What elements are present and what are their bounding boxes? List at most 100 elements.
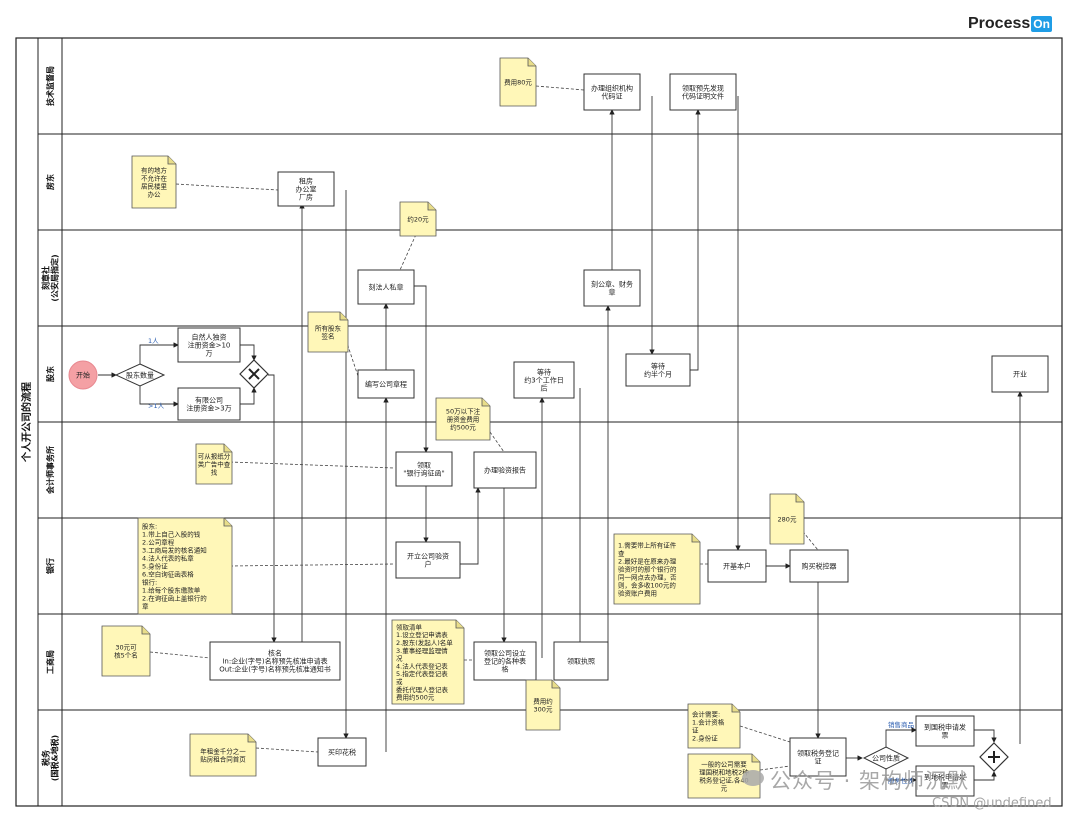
lane-label: 房东 xyxy=(45,174,55,190)
process-engrave-seal[interactable]: 刻法人私章 xyxy=(357,269,415,305)
process-label: 有限公司注册资金>3万 xyxy=(186,396,231,413)
process-label: 办理验资报告 xyxy=(484,466,526,475)
note-rent-tax: 年租金千分之一贴房租合同首页 xyxy=(189,733,257,777)
process-engrave-seals[interactable]: 刻公章、财务章 xyxy=(583,269,641,307)
process-wait-half-month[interactable]: 等待约半个月 xyxy=(625,353,691,387)
watermark-account: 公众号 · 架构师沉默 xyxy=(770,769,970,793)
process-label: 办理组织机构代码证 xyxy=(591,84,633,101)
process-label: 开基本户 xyxy=(723,562,751,571)
process-basic-account[interactable]: 开基本户 xyxy=(707,549,767,583)
logo-text-a: Process xyxy=(968,15,1031,32)
process-get-forms[interactable]: 领取公司设立登记的各种表格 xyxy=(473,641,537,681)
note-fee80: 费用80元 xyxy=(499,57,537,107)
note-reg-capital: 50万以下注册资金费用约500元 xyxy=(435,397,491,441)
note-text: 有的地方不允许在居民楼里办公 xyxy=(141,166,168,199)
note-text: 可从报纸分类广告中查找 xyxy=(198,452,231,477)
lane-label: 技术监督局 xyxy=(45,66,55,106)
edge-label-service: 服务性质 xyxy=(888,776,915,785)
process-org-code[interactable]: 办理组织机构代码证 xyxy=(583,73,641,111)
process-get-license[interactable]: 领取执照 xyxy=(553,641,609,681)
lane-label: 股东 xyxy=(45,366,55,382)
process-tax-registration[interactable]: 领取税务登记证 xyxy=(789,737,847,777)
lane-label: 银行 xyxy=(45,558,55,575)
process-get-inquiry[interactable]: 领取"银行询征函" xyxy=(395,451,453,487)
start-label: 开始 xyxy=(76,371,90,380)
process-label: 购买税控器 xyxy=(802,562,837,571)
lane-label-text: 技术监督局 xyxy=(45,66,55,106)
process-capital-verify-report[interactable]: 办理验资报告 xyxy=(473,451,537,489)
process-label: 等待约半个月 xyxy=(644,362,672,379)
process-label: 到国税申请发票 xyxy=(924,723,966,740)
process-label: 领取税务登记证 xyxy=(797,749,839,766)
process-tax-apply-sales[interactable]: 到国税申请发票 xyxy=(915,715,975,747)
decision-dec-company-nature[interactable]: 公司性质 xyxy=(862,746,910,770)
note-text: 50万以下注册资金费用约500元 xyxy=(446,407,481,432)
process-label: 等待约3个工作日后 xyxy=(524,368,563,393)
watermark-csdn: CSDN @undefined xyxy=(932,796,1052,811)
note-residential: 有的地方不允许在居民楼里办公 xyxy=(131,155,177,209)
start-node[interactable]: 开始 xyxy=(68,360,98,390)
process-label: 领取执照 xyxy=(567,657,595,666)
lane-label: 会计师事务所 xyxy=(45,446,55,494)
lane-label-text: 刻章社(公安局指定) xyxy=(41,254,60,301)
note-text: 280元 xyxy=(778,516,797,524)
note-text: 年租金千分之一贴房租合同首页 xyxy=(200,747,246,764)
decision-label: 股东数量 xyxy=(126,371,154,380)
note-approx20: 约20元 xyxy=(399,201,437,237)
process-open-verify-account[interactable]: 开立公司验资户 xyxy=(395,541,461,579)
process-label: 开业 xyxy=(1013,370,1027,379)
lane-label-text: 银行 xyxy=(45,558,55,575)
process-open-business[interactable]: 开业 xyxy=(991,355,1049,393)
process-label: 编写公司章程 xyxy=(365,380,407,389)
process-label: 领取预先发现代码证明文件 xyxy=(682,84,724,101)
note-text: 所有股东签名 xyxy=(315,324,342,341)
note-fee30: 30元可核5个名 xyxy=(101,625,151,677)
note-newspaper: 可从报纸分类广告中查找 xyxy=(195,443,233,485)
edge-label-one-person: 1人 xyxy=(148,337,159,345)
edge-label-multi-person: >1人 xyxy=(148,402,165,410)
edges xyxy=(98,96,1023,783)
process-label: 租房办公室厂房 xyxy=(296,177,317,202)
process-get-precert[interactable]: 领取预先发现代码证明文件 xyxy=(669,73,737,111)
lane-label-text: 税务(国税&地税) xyxy=(41,735,60,781)
note-fee280: 280元 xyxy=(769,493,805,545)
note-connectors xyxy=(149,85,819,771)
lane-label-text: 股东 xyxy=(45,366,55,382)
process-write-charter[interactable]: 编写公司章程 xyxy=(357,369,415,399)
process-buy-tax-device[interactable]: 购买税控器 xyxy=(789,549,849,583)
process-label: 刻公章、财务章 xyxy=(591,280,633,297)
lane-label: 工商局 xyxy=(45,650,55,674)
process-label: 刻法人私章 xyxy=(369,283,404,292)
process-limited-company[interactable]: 有限公司注册资金>3万 xyxy=(177,387,241,421)
process-wait-3days[interactable]: 等待约3个工作日后 xyxy=(513,361,575,399)
process-stamp-duty[interactable]: 买印花税 xyxy=(317,737,367,767)
process-label: 开立公司验资户 xyxy=(407,552,449,569)
process-label: 买印花税 xyxy=(328,748,356,757)
process-label: 领取公司设立登记的各种表格 xyxy=(484,649,526,674)
decision-dec-shareholders[interactable]: 股东数量 xyxy=(114,363,166,387)
exclusive-gateway xyxy=(239,359,269,389)
process-rent-office[interactable]: 租房办公室厂房 xyxy=(277,171,335,207)
process-tax-apply-service[interactable]: 到地税申请发票 xyxy=(915,765,975,797)
process-label: 到地税申请发票 xyxy=(924,773,966,790)
lane-label-text: 工商局 xyxy=(45,650,55,674)
edge-label-sales: 销售商品 xyxy=(888,720,914,729)
wechat-icon xyxy=(742,770,764,786)
lane-label-text: 会计师事务所 xyxy=(45,446,55,494)
